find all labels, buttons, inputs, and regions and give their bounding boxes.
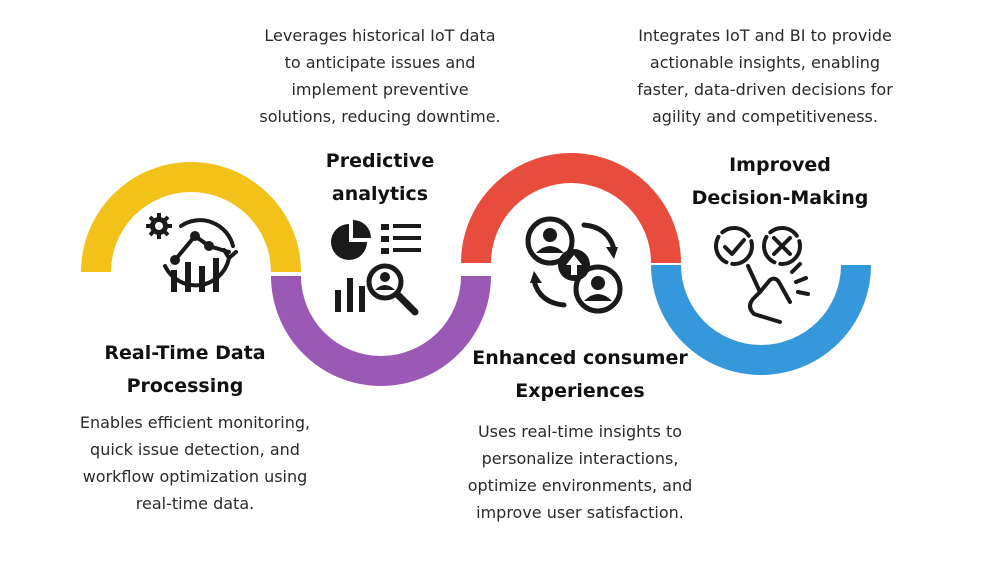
decision-check-cross-icon — [714, 226, 810, 324]
step-2-description: Leverages historical IoT data to anticip… — [259, 26, 501, 126]
wave-segment-blue — [651, 265, 871, 375]
wave-segment-purple — [271, 276, 491, 386]
step-3-description: Uses real-time insights to personalize i… — [467, 422, 693, 522]
step-4-description: Integrates IoT and BI to provide actiona… — [637, 26, 893, 126]
step-4-title: Improved Decision-Making — [691, 154, 869, 209]
step-3-title: Enhanced consumer Experiences — [472, 347, 688, 402]
step-1-title: Real-Time Data Processing — [104, 342, 266, 397]
step-2-title: Predictive analytics — [325, 150, 435, 205]
wave-segment-red — [461, 153, 681, 263]
users-upgrade-cycle-icon — [525, 216, 623, 314]
wave-segment-yellow — [81, 162, 301, 272]
step-1-description: Enables efficient monitoring, quick issu… — [79, 413, 311, 513]
realtime-gear-chart-icon — [146, 213, 238, 292]
analytics-magnifier-icon — [331, 220, 421, 316]
